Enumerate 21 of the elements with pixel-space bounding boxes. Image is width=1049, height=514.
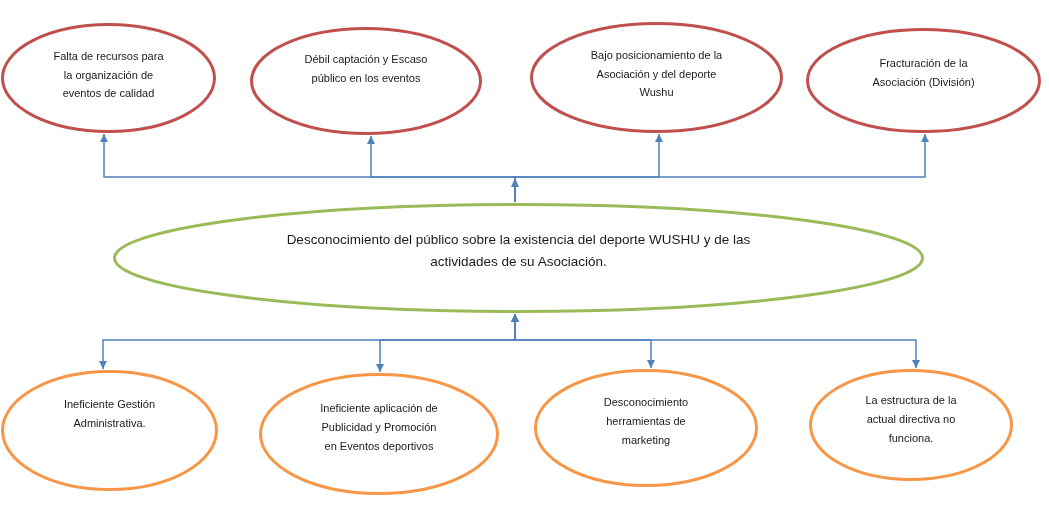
node-text: La estructura de la actual directiva no funciona. (864, 393, 958, 446)
node-text: Desconocimiento del público sobre la existencia del deporte WUSHU y de las actividades de su Asociación. (285, 231, 752, 271)
effect-ellipse (1, 23, 216, 133)
cause-ellipse (259, 373, 499, 495)
effect-ellipse (806, 28, 1041, 133)
node-text: Desconocimiento herramientas de marketing (602, 395, 690, 448)
problem-ellipse (113, 203, 924, 313)
effect-ellipse (530, 22, 783, 133)
arrowhead (511, 178, 519, 187)
node-text: Bajo posicionamiento de la Asociación y del deporte Wushu (589, 48, 724, 100)
connector-arrow (514, 133, 929, 203)
connector-arrow (511, 313, 920, 369)
node-text: Falta de recursos para la organización de eventos de calidad (52, 49, 165, 101)
effect-ellipse (250, 27, 482, 135)
node-text: Ineficiente aplicación de Publicidad y Promoción en Eventos deportivos (319, 401, 439, 454)
cause-ellipse (809, 369, 1013, 481)
node-text: Fracturación de la Asociación (División) (871, 56, 976, 90)
cause-ellipse (534, 369, 758, 487)
node-text: Débil captación y Escaso público en los eventos (303, 52, 429, 86)
node-text: Ineficiente Gestión Administrativa. (62, 397, 157, 431)
cause-ellipse (1, 370, 218, 491)
